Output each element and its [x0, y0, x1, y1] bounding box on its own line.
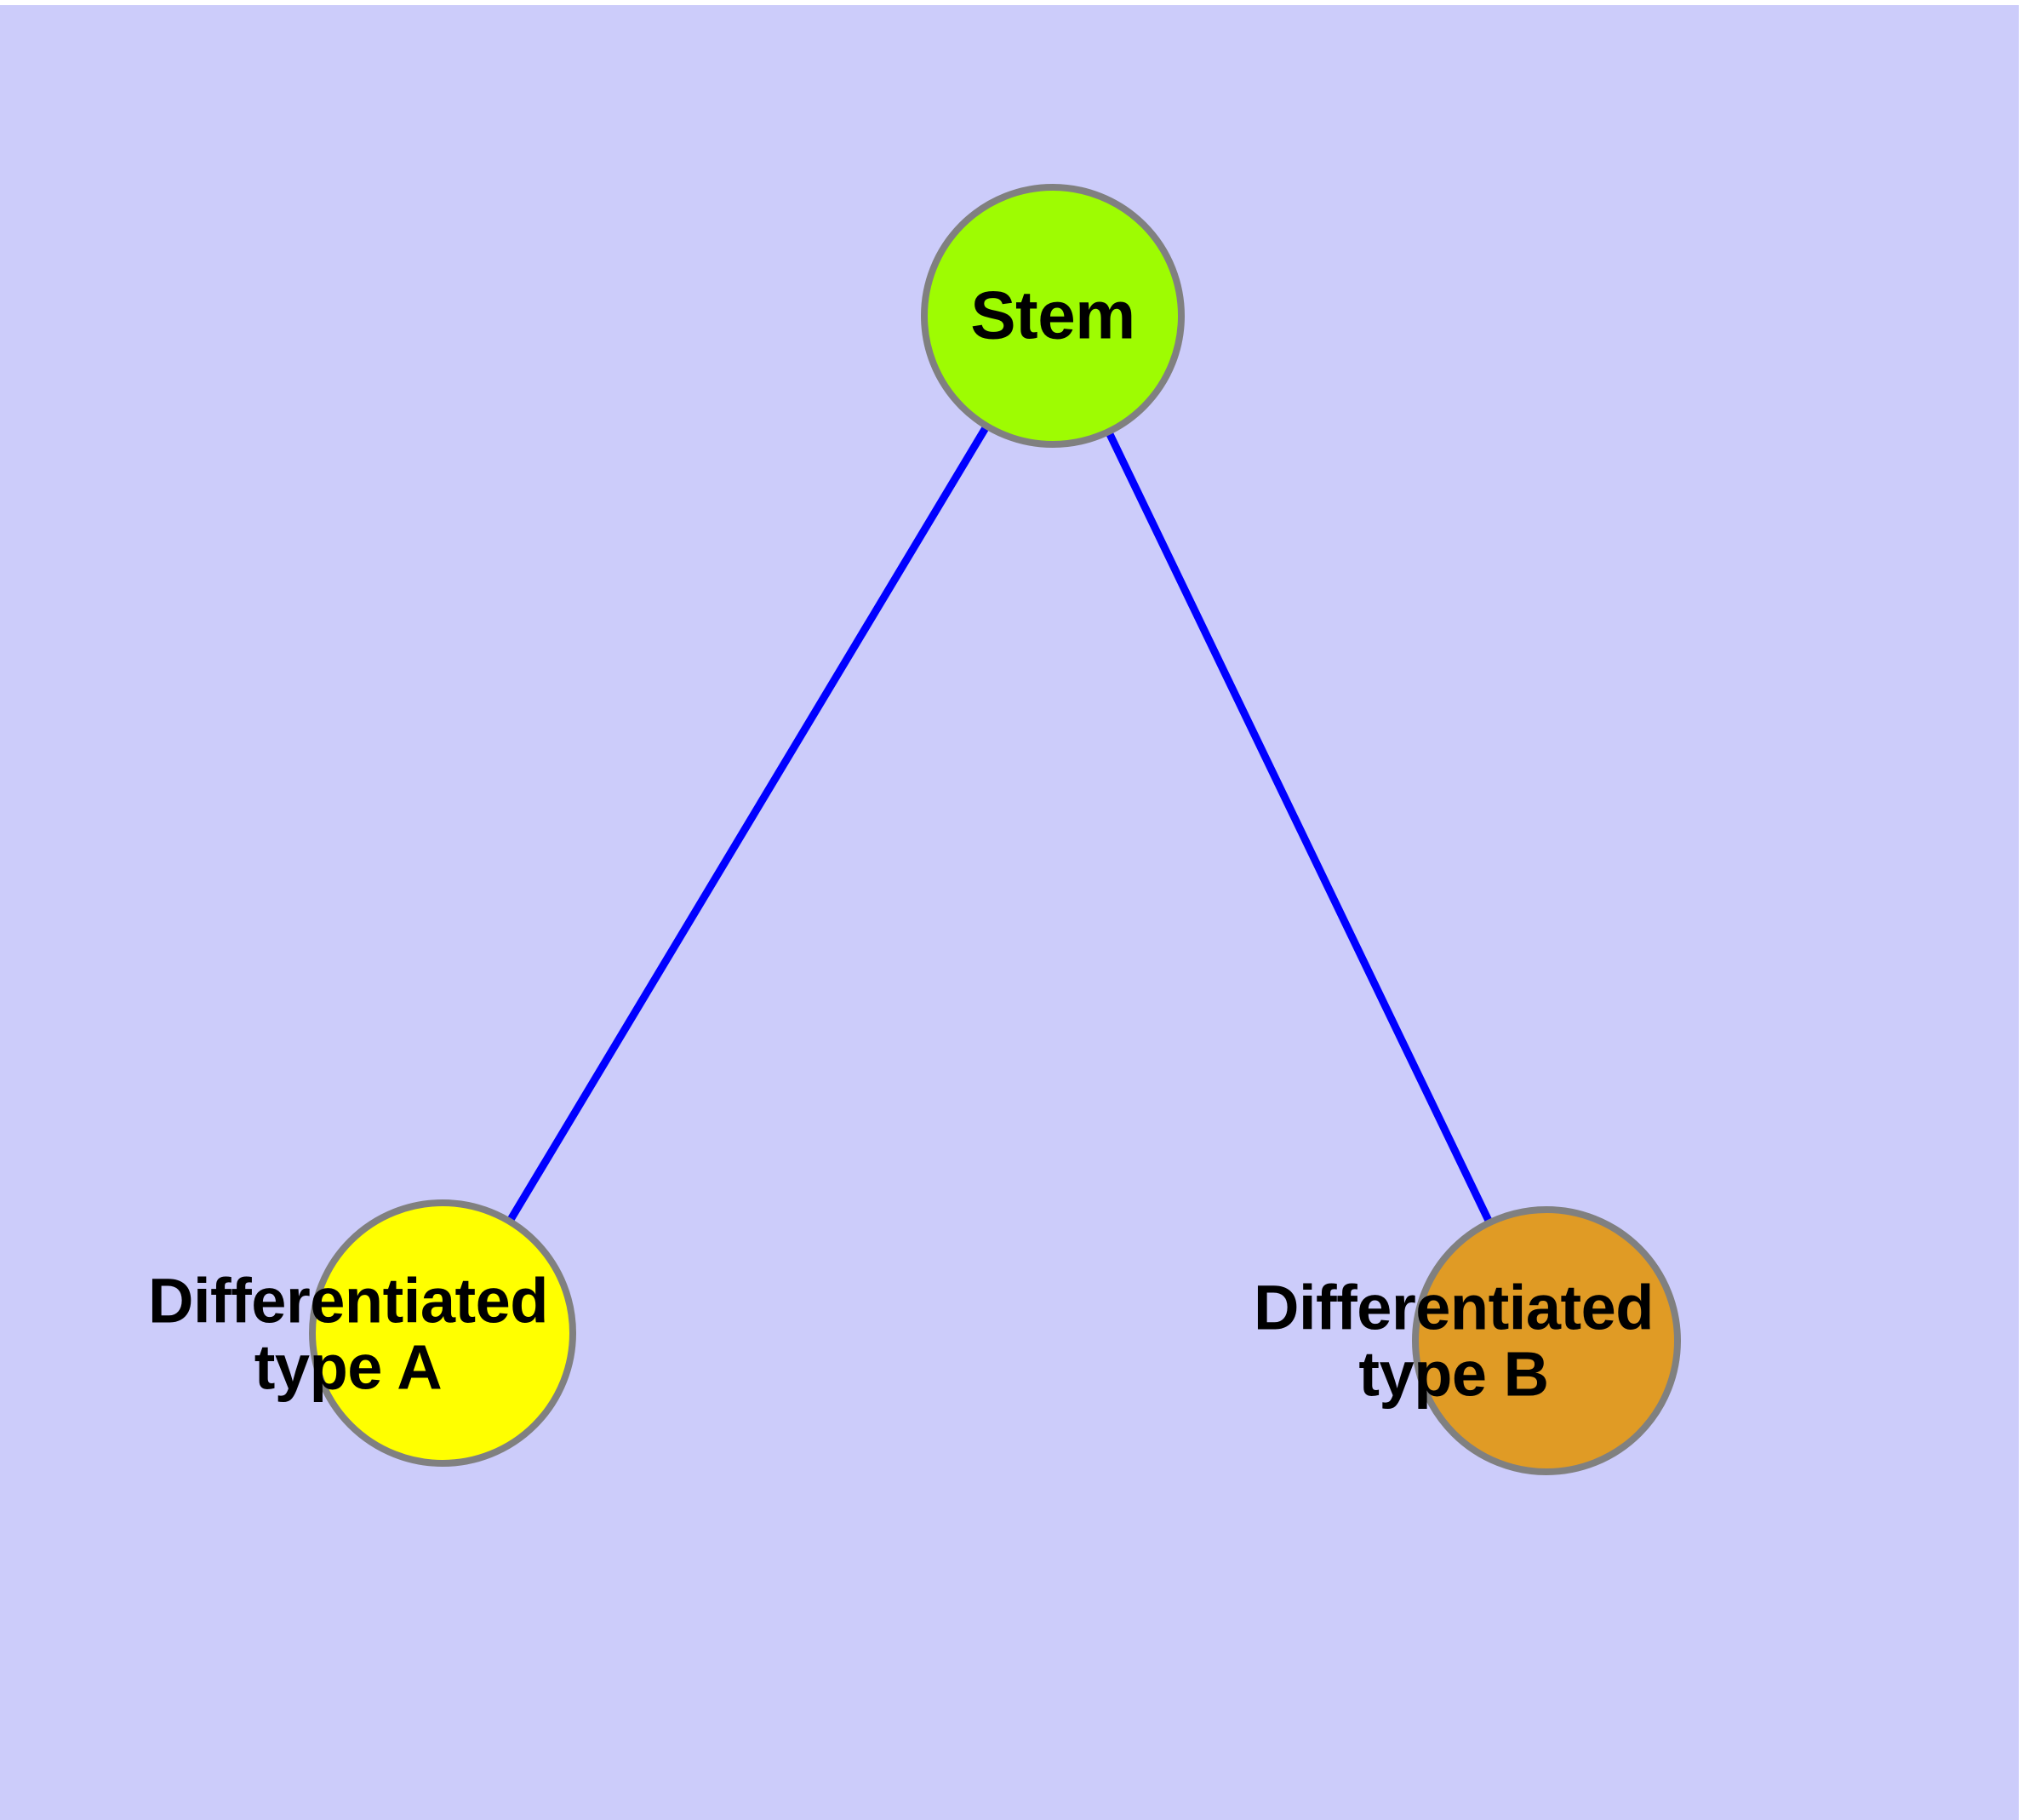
edge-stem-to-type-a[interactable] — [439, 313, 1056, 1336]
edge-stem-to-type-b[interactable] — [1049, 314, 1551, 1342]
node-type-a[interactable] — [309, 1199, 576, 1467]
node-layer — [309, 184, 1681, 1475]
edge-layer — [439, 313, 1551, 1342]
node-stem[interactable] — [921, 184, 1185, 448]
node-type-b[interactable] — [1412, 1206, 1681, 1475]
